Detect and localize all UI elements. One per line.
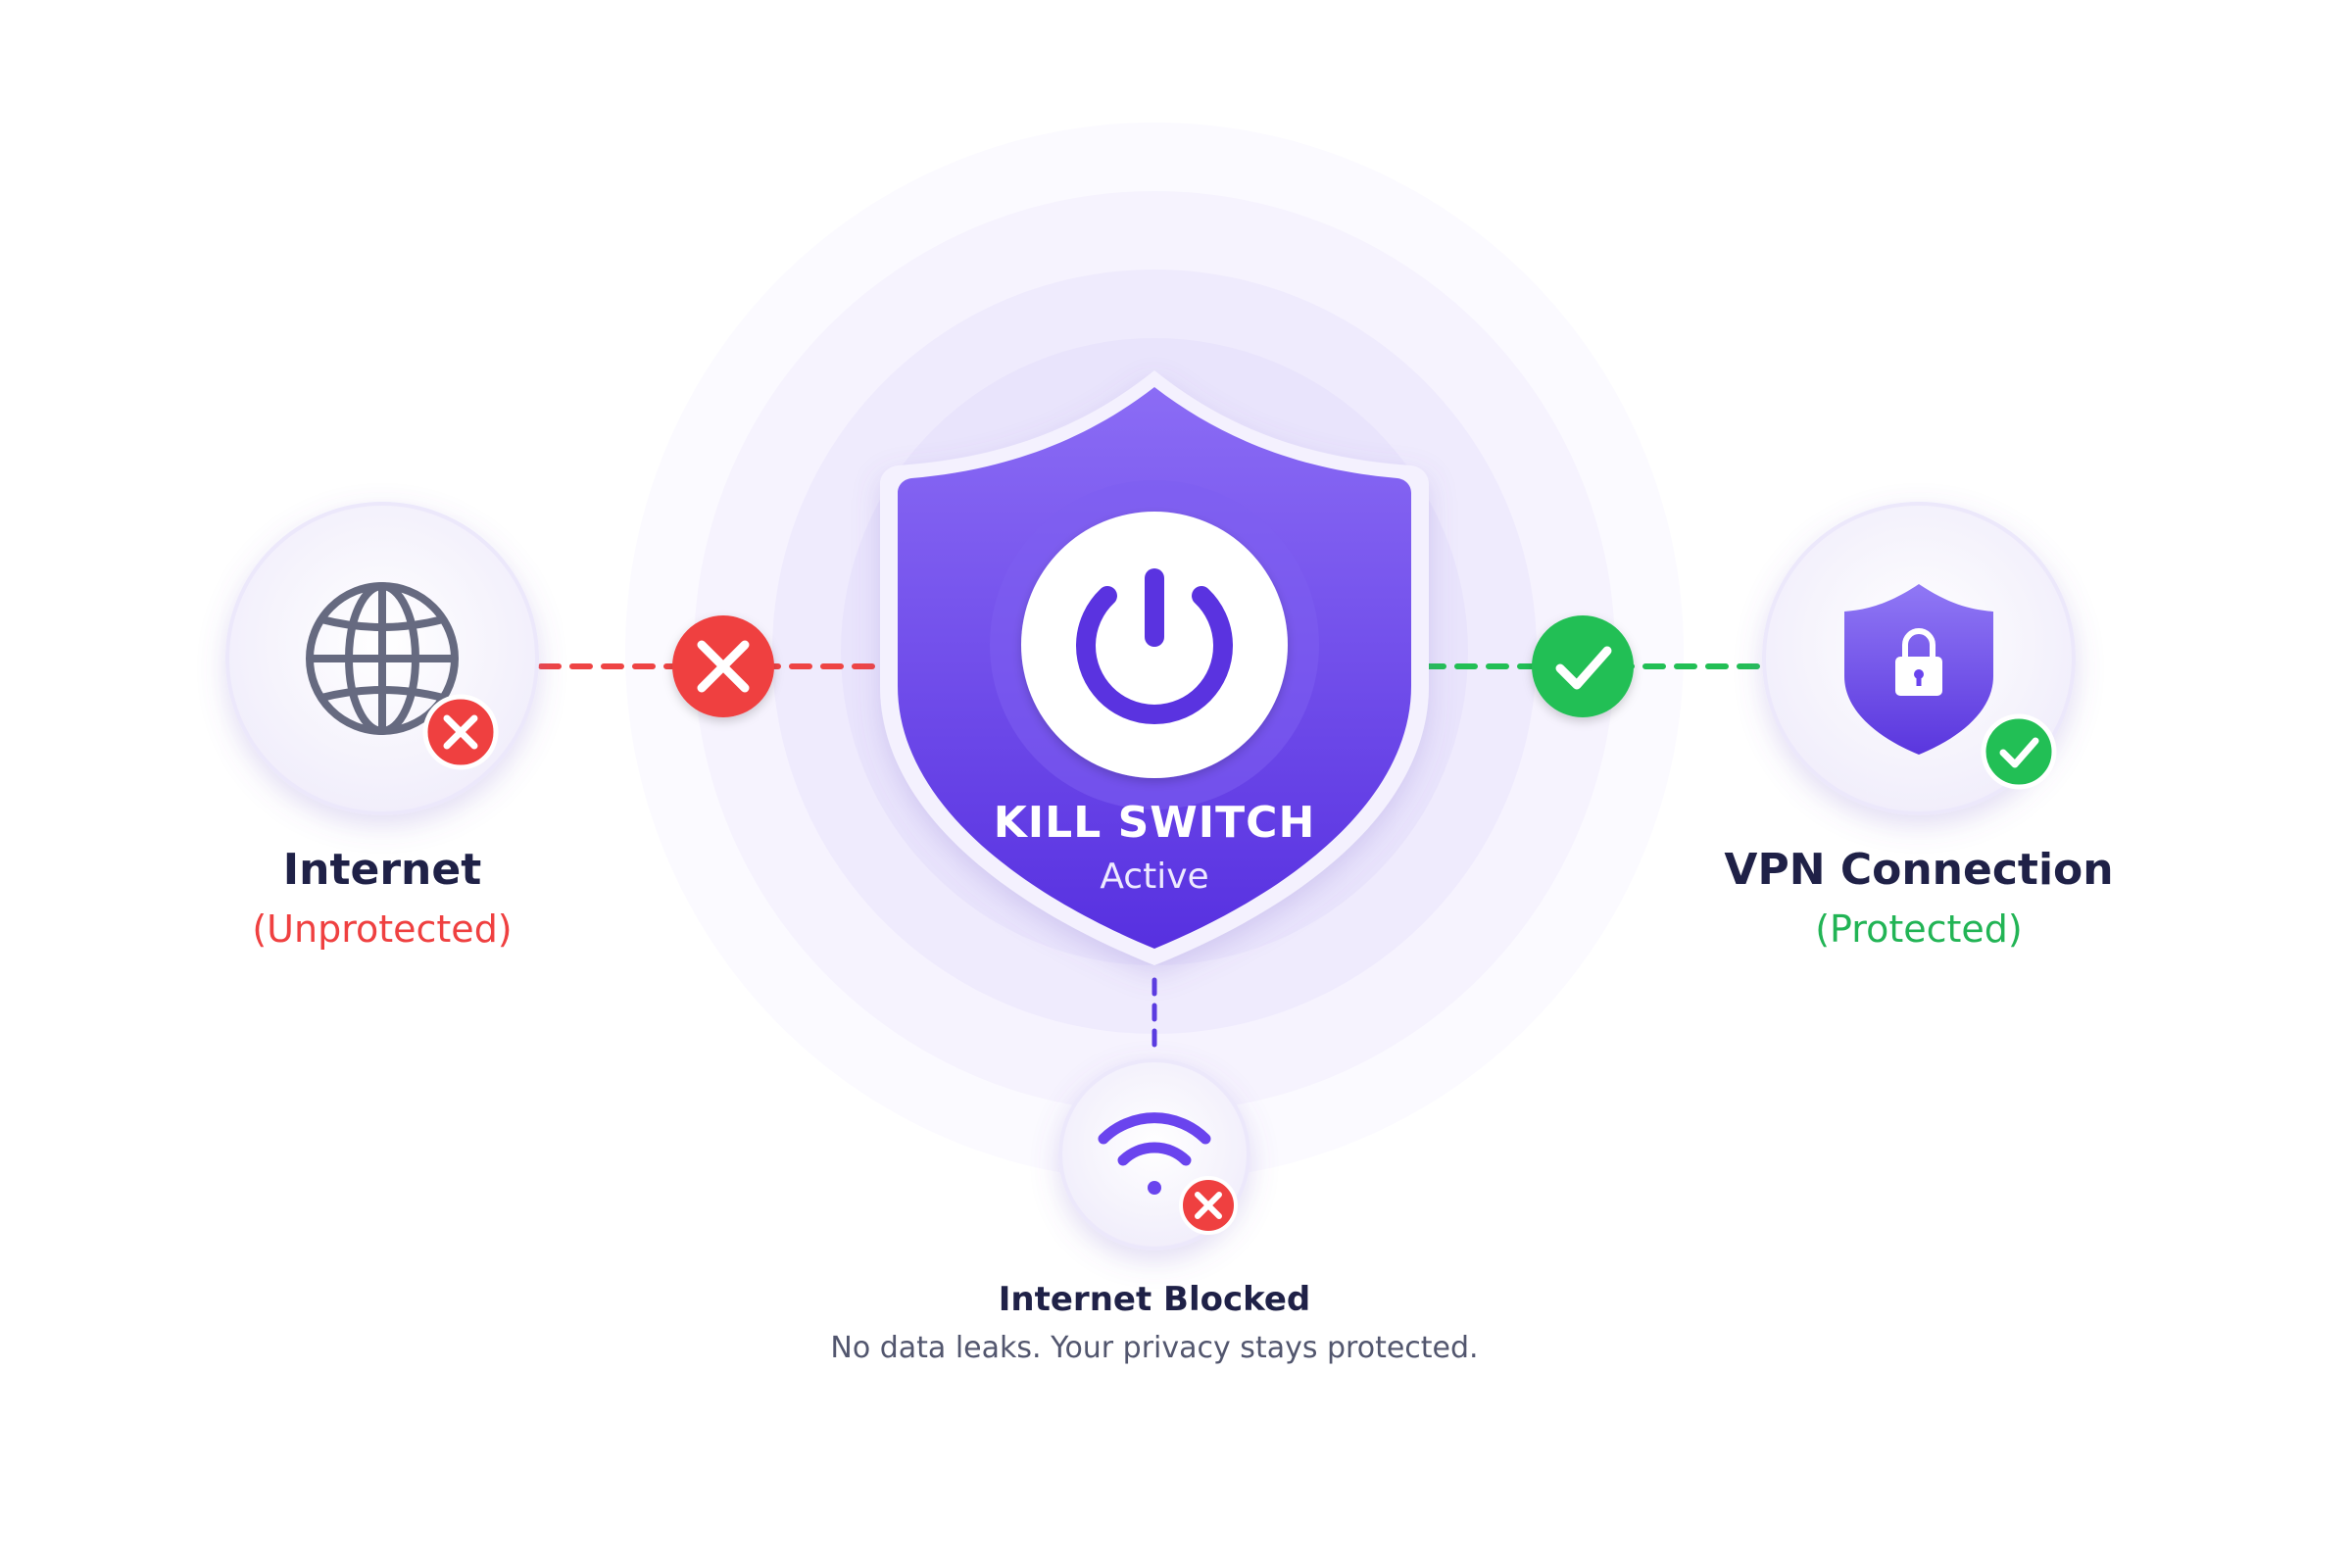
internet-status: (Unprotected) [252, 907, 513, 951]
internet-title: Internet [282, 845, 482, 895]
x-icon [422, 694, 499, 770]
allowed-check-badge [1532, 615, 1634, 717]
blocked-subtitle: No data leaks. Your privacy stays protec… [830, 1331, 1479, 1365]
vpn-title: VPN Connection [1724, 845, 2114, 895]
kill-switch-title: KILL SWITCH [993, 798, 1316, 848]
power-icon[interactable] [990, 480, 1319, 809]
blocked-title: Internet Blocked [998, 1280, 1311, 1319]
wifi-icon [1098, 1112, 1211, 1195]
blocked-x-badge [672, 615, 774, 717]
kill-switch-status: Active [1100, 857, 1209, 897]
shield-lock-icon [1844, 584, 1993, 755]
blocked-node [1058, 1058, 1250, 1250]
vpn-node [1762, 502, 2076, 815]
internet-node [225, 502, 539, 815]
x-icon [1179, 1176, 1238, 1235]
globe-icon [306, 582, 459, 735]
vpn-status: (Protected) [1815, 907, 2023, 951]
check-icon [1981, 713, 2057, 790]
